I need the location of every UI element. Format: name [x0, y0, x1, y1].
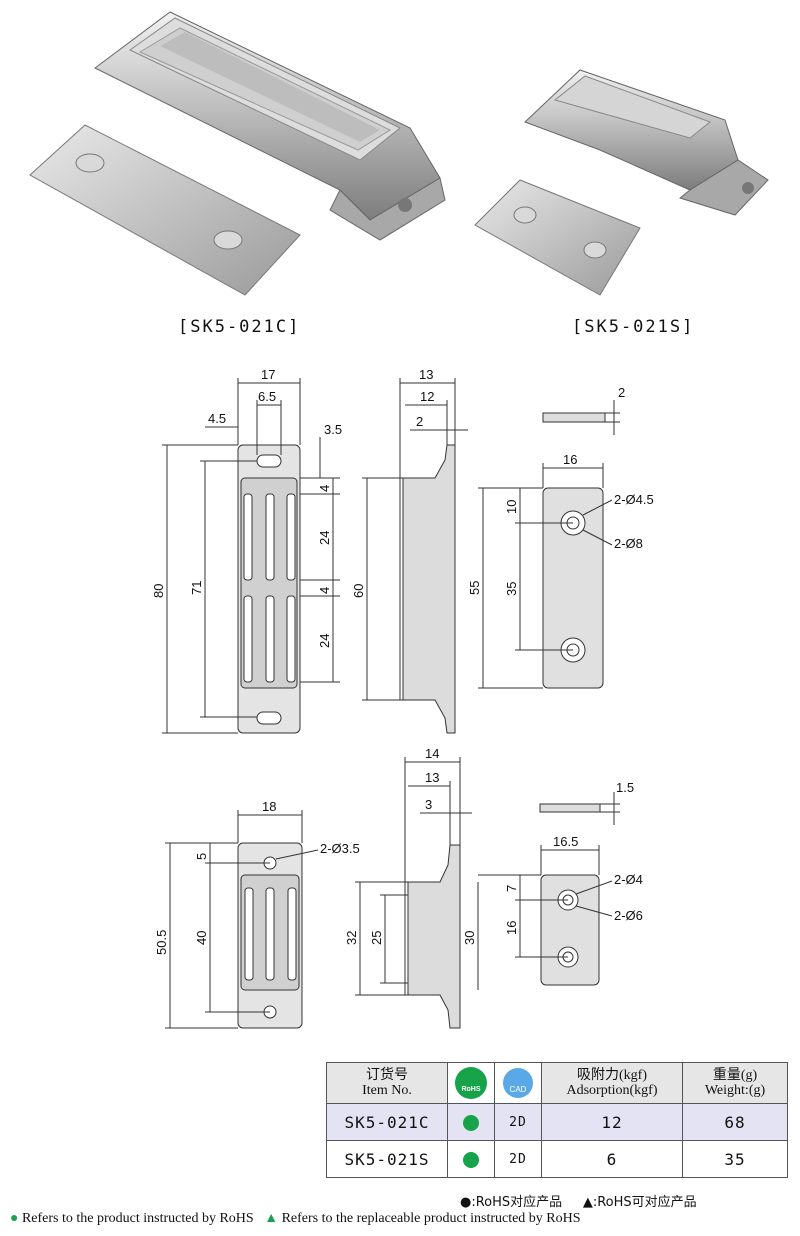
dim-s-40: 40: [194, 931, 209, 945]
s-side-dims: [355, 757, 479, 996]
rohs-triangle-icon: ▲: [264, 1211, 279, 1226]
legend-en: ● Refers to the product instructed by Ro…: [10, 1211, 581, 1227]
dim-s-30: 30: [462, 931, 477, 945]
cell-weight: 68: [682, 1103, 788, 1141]
dim-c-55: 55: [467, 581, 482, 595]
header-adsorption-en: Adsorption(kgf): [566, 1083, 658, 1098]
dim-c-60: 60: [351, 584, 366, 598]
dim-c-4-5: 4.5: [208, 411, 226, 426]
table-row: SK5-021S 2D 6 35: [326, 1140, 788, 1178]
dim-s-50-5: 50.5: [154, 930, 169, 955]
dim-s-hole-small: 2-Ø4: [614, 872, 643, 887]
dim-s-1-5: 1.5: [616, 780, 634, 795]
dim-s-32: 32: [344, 931, 359, 945]
s-side-view: [407, 844, 461, 1029]
c-front-dims: [162, 378, 340, 734]
dim-c-71: 71: [189, 581, 204, 595]
header-weight: 重量(g)Weight:(g): [682, 1062, 788, 1104]
sk5-021s-magnet-photo: [524, 69, 769, 216]
s-plate: [539, 803, 601, 986]
legend-cn-dot: ●:RoHS对应产品: [460, 1195, 563, 1210]
dim-c-3-5: 3.5: [324, 422, 342, 437]
cell-cad: 2D: [494, 1140, 542, 1178]
dim-s-hole-big: 2-Ø6: [614, 908, 643, 923]
c-side-view: [402, 444, 456, 734]
cad-icon: CAD: [503, 1068, 533, 1098]
dim-s-13: 13: [425, 770, 439, 785]
dim-c-4b: 4: [317, 587, 332, 594]
cell-adsorption: 6: [541, 1140, 683, 1178]
header-item-en: Item No.: [362, 1083, 412, 1098]
dim-s-18: 18: [262, 799, 276, 814]
cell-item: SK5-021C: [326, 1103, 448, 1141]
header-item-cn: 订货号: [366, 1068, 408, 1083]
dim-c-p2: 2: [618, 385, 625, 400]
cell-item: SK5-021S: [326, 1140, 448, 1178]
header-cad: CAD: [494, 1062, 542, 1104]
dim-c-hole-small: 2-Ø4.5: [614, 492, 654, 507]
header-adsorption-cn: 吸附力(kgf): [577, 1068, 647, 1083]
table-row: SK5-021C 2D 12 68: [326, 1103, 788, 1141]
legend-en-dot-text: Refers to the product instructed by RoHS: [21, 1211, 254, 1226]
dim-s-16: 16: [504, 921, 519, 935]
sk5-021c-plate-photo: [29, 124, 301, 296]
sk5-021s-plate-photo: [474, 179, 641, 296]
dim-c-6-5: 6.5: [258, 389, 276, 404]
header-rohs: RoHS: [447, 1062, 495, 1104]
legend-en-tri-text: Refers to the replaceable product instru…: [281, 1211, 581, 1226]
cell-weight: 35: [682, 1140, 788, 1178]
drawing-sk5-021c: 17 6.5 4.5 3.5 80 71 4 24 4 24 13 12 2 6…: [151, 367, 654, 734]
rohs-icon: RoHS: [455, 1067, 487, 1099]
dim-c-2: 2: [416, 414, 423, 429]
caption-sk5-021s: [SK5-021S]: [572, 317, 695, 337]
header-adsorption: 吸附力(kgf)Adsorption(kgf): [541, 1062, 683, 1104]
dim-c-4a: 4: [317, 485, 332, 492]
c-front-view: [237, 444, 301, 734]
dim-s-5: 5: [194, 853, 209, 860]
dim-c-17: 17: [261, 367, 275, 382]
legend-cn: ●:RoHS对应产品 ▲:RoHS可对应产品: [460, 1191, 697, 1210]
dim-c-12: 12: [420, 389, 434, 404]
header-weight-cn: 重量(g): [712, 1068, 758, 1083]
dim-c-80: 80: [151, 584, 166, 598]
dim-s-16-5: 16.5: [553, 834, 578, 849]
dim-c-13: 13: [419, 367, 433, 382]
dim-s-7: 7: [504, 885, 519, 892]
dim-s-hole: 2-Ø3.5: [320, 841, 360, 856]
dim-c-24b: 24: [317, 634, 332, 648]
drawing-sk5-021s: 18 2-Ø3.5 5 50.5 40 14 13 3 32 25 30 1.5…: [154, 746, 643, 1029]
c-plate-dims: [478, 400, 620, 689]
dim-c-35: 35: [504, 582, 519, 596]
header-weight-en: Weight:(g): [704, 1083, 766, 1098]
dim-s-3: 3: [425, 797, 432, 812]
s-plate-dims: [478, 792, 620, 958]
sk5-021c-magnet-photo: [94, 11, 446, 241]
cell-cad: 2D: [494, 1103, 542, 1141]
rohs-dot-icon: [463, 1152, 479, 1168]
dim-c-hole-big: 2-Ø8: [614, 536, 643, 551]
rohs-dot-icon: [463, 1115, 479, 1131]
s-front-view: [237, 842, 303, 1029]
cell-adsorption: 12: [541, 1103, 683, 1141]
caption-sk5-021c: [SK5-021C]: [178, 317, 301, 337]
product-photos: [29, 11, 769, 296]
dim-c-16: 16: [563, 452, 577, 467]
legend-cn-tri: ▲:RoHS可对应产品: [582, 1195, 697, 1210]
dim-s-25: 25: [369, 931, 384, 945]
s-front-dims: [165, 810, 319, 1029]
c-side-dims: [362, 378, 468, 701]
rohs-dot-icon: ●: [10, 1211, 19, 1226]
dim-s-14: 14: [425, 746, 439, 761]
cell-rohs: [447, 1103, 495, 1141]
cell-rohs: [447, 1140, 495, 1178]
dim-c-10: 10: [504, 500, 519, 514]
dim-c-24a: 24: [317, 531, 332, 545]
